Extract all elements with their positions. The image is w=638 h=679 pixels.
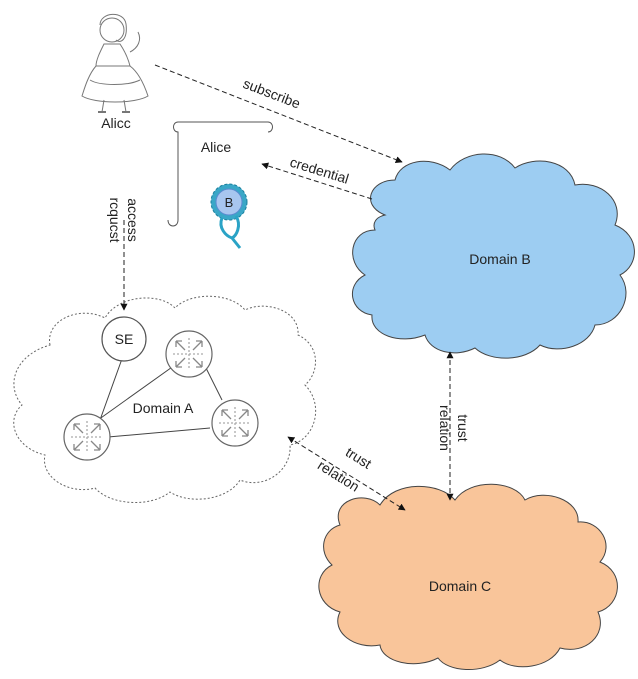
credential-label: credential [288, 154, 351, 187]
subscribe-arrow [154, 64, 403, 163]
trust-relation-b-c-label-line1: trust [455, 414, 471, 441]
subscribe-label: subscribe [241, 75, 303, 111]
link-se-router-left [99, 355, 124, 421]
domain-b-label: Domain B [469, 251, 530, 267]
router-icon [165, 330, 213, 378]
scroll-outline [167, 121, 273, 227]
alice-person-label: Alicc [101, 115, 131, 131]
badge-icon: B [210, 183, 248, 249]
access-request-label-line1: access [125, 198, 141, 242]
access-request-label-line2: rcqucst [107, 197, 123, 242]
trust-relation-a-c-label-line1: trust [343, 444, 375, 472]
trust-relation-a-c-arrow [287, 436, 406, 511]
router-icon [63, 413, 111, 461]
certificate-holder-label: Alice [201, 139, 232, 155]
badge-letter: B [225, 195, 234, 210]
se-node-label: SE [115, 331, 134, 347]
domain-b-shape [351, 153, 635, 359]
link-router-left-right [107, 427, 211, 438]
domain-a-label: Domain A [133, 400, 194, 416]
certificate-scroll: Alice B [167, 121, 273, 249]
domain-c-shape [318, 483, 618, 671]
link-router-top-left [97, 364, 176, 421]
router-icon [211, 399, 259, 447]
domain-c-label: Domain C [429, 578, 491, 594]
credential-arrow [261, 162, 373, 200]
alice-person-icon [81, 13, 149, 113]
domain-c-cloud: Domain C [318, 483, 618, 671]
domain-b-cloud: Domain B [351, 153, 635, 359]
se-node: SE [101, 316, 147, 362]
trust-relation-b-c-label-line2: relation [437, 405, 453, 451]
domain-a-cloud: SE Domain A [13, 295, 317, 503]
